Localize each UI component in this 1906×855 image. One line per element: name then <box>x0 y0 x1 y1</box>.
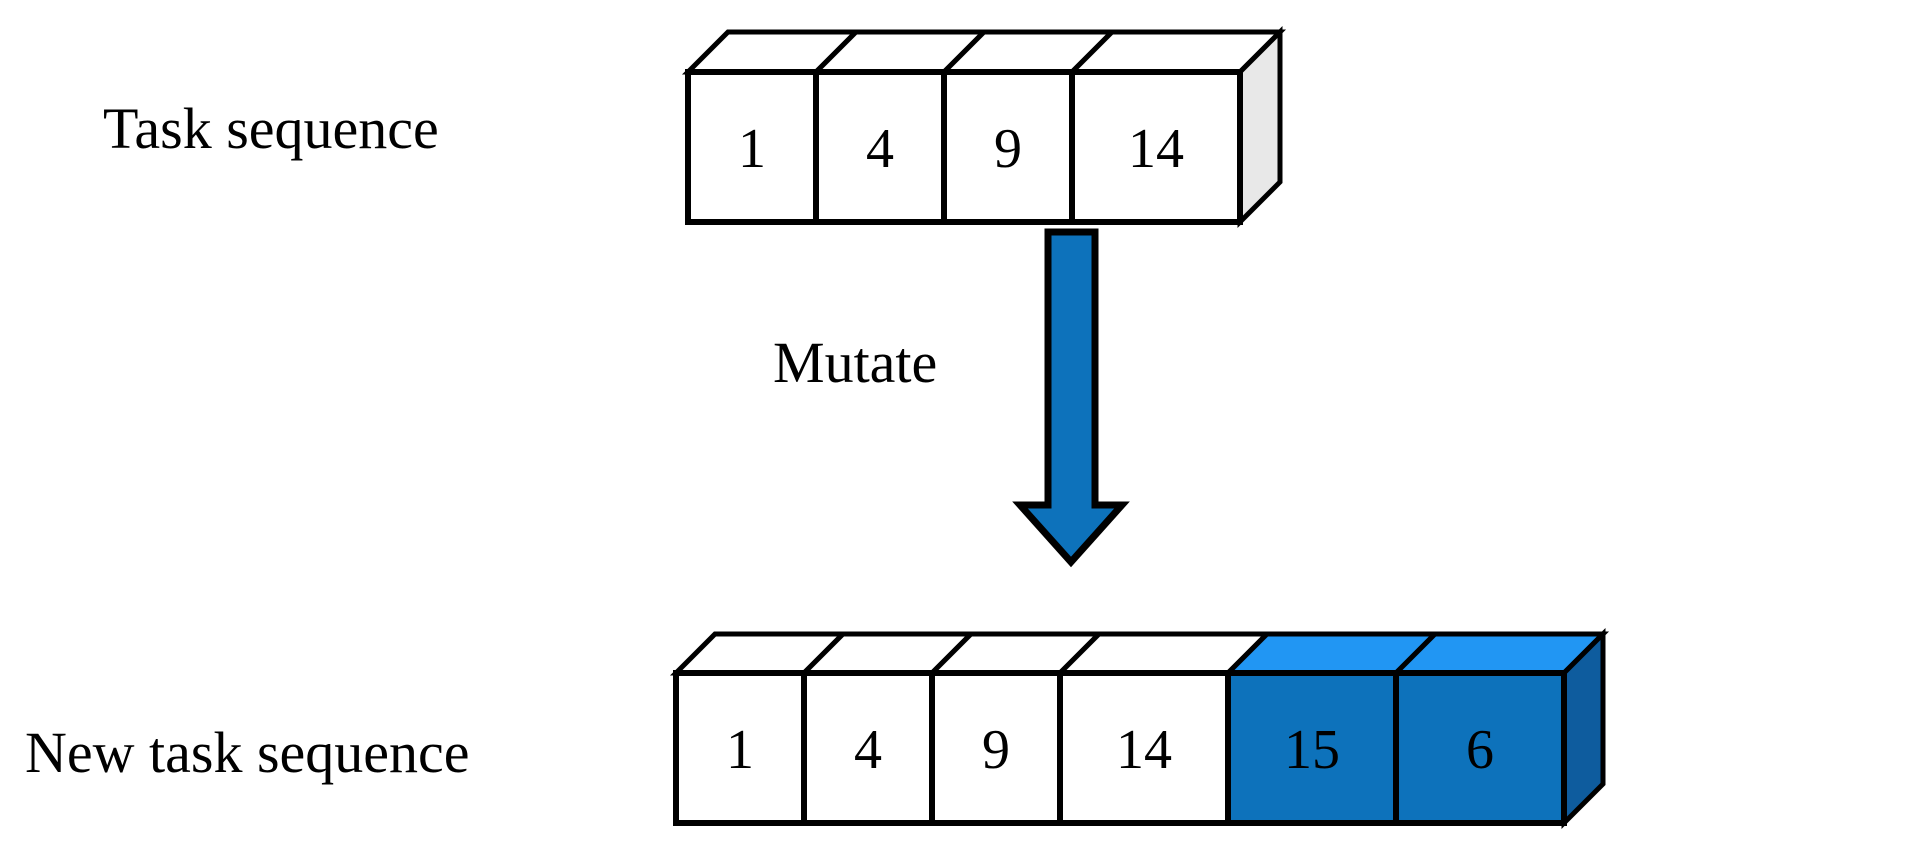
cell-value: 6 <box>1466 719 1494 781</box>
cell-front-face <box>929 670 1063 826</box>
new-task-sequence-boxes: 1 4 9 14 15 6 <box>669 627 1610 830</box>
down-arrow-icon <box>1012 228 1130 568</box>
cell-front-face <box>941 69 1075 225</box>
cell-value: 15 <box>1284 719 1340 781</box>
cell-value: 4 <box>854 719 882 781</box>
cell-value: 14 <box>1128 118 1184 180</box>
cell-value: 4 <box>866 118 894 180</box>
cell-value: 9 <box>994 118 1022 180</box>
cell-front-face <box>1069 69 1243 225</box>
task-sequence-label: Task sequence <box>103 96 439 161</box>
cell-front-face <box>801 670 935 826</box>
task-sequence-boxes: 1 4 9 14 <box>681 25 1287 229</box>
mutate-operation: Mutate <box>773 228 1130 568</box>
new-task-sequence-row: New task sequence 1 <box>25 627 1610 830</box>
task-sequence-row: Task sequence 1 4 9 14 <box>103 25 1287 229</box>
new-task-sequence-label: New task sequence <box>25 720 470 785</box>
mutate-label: Mutate <box>773 330 937 395</box>
cell-value: 9 <box>982 719 1010 781</box>
cell-value: 1 <box>726 719 754 781</box>
cell-front-face-highlighted <box>1393 670 1567 826</box>
cell-front-face <box>1057 670 1231 826</box>
cell-front-face <box>685 69 819 225</box>
cell-front-face <box>673 670 807 826</box>
cell-front-face <box>813 69 947 225</box>
cell-value: 14 <box>1116 719 1172 781</box>
cell-value: 1 <box>738 118 766 180</box>
